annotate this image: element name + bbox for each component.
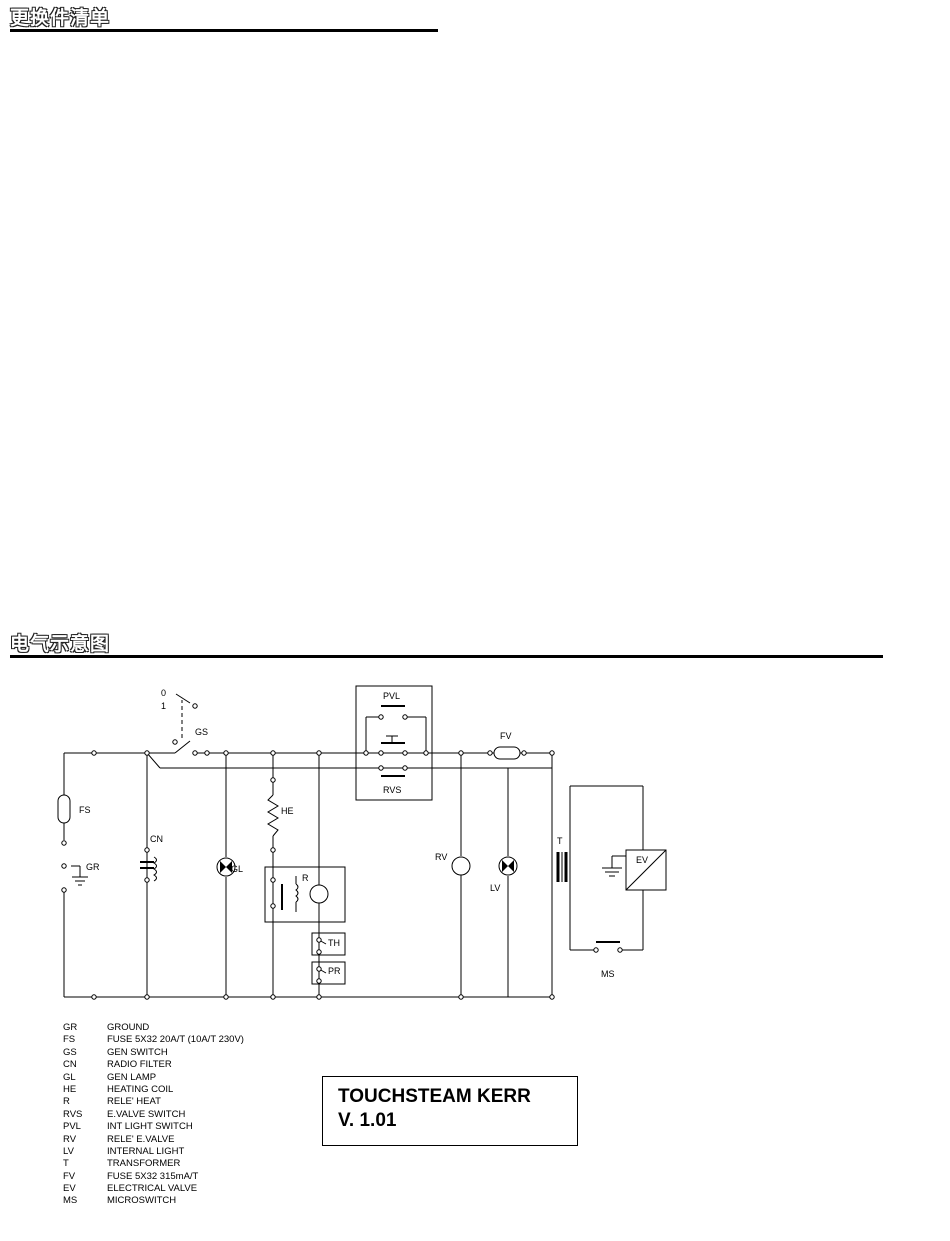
legend-description: E.VALVE SWITCH — [107, 1108, 186, 1120]
legend-row: FV FUSE 5X32 315mA/T — [63, 1171, 244, 1183]
legend-row: LV INTERNAL LIGHT — [63, 1146, 244, 1158]
legend-code: R — [63, 1096, 70, 1108]
legend-row: RVS E.VALVE SWITCH — [63, 1109, 244, 1121]
legend-row: EV ELECTRICAL VALVE — [63, 1183, 244, 1195]
parts-list-rule — [10, 29, 438, 32]
model-box: TOUCHSTEAM KERR V. 1.01 — [322, 1076, 578, 1146]
legend-row: CN RADIO FILTER — [63, 1059, 244, 1071]
legend-description: GEN SWITCH — [107, 1046, 168, 1058]
legend-code: PVL — [63, 1121, 81, 1133]
legend-code: FV — [63, 1170, 76, 1182]
gr-label: GR — [86, 862, 100, 872]
r-relay-box — [264, 866, 346, 923]
r-relay-coil — [309, 884, 329, 904]
legend-row: FS FUSE 5X32 20A/T (10A/T 230V) — [63, 1034, 244, 1046]
gr-ground-icon — [71, 865, 88, 886]
legend-description: RADIO FILTER — [107, 1059, 172, 1071]
schematic-rule — [10, 655, 883, 658]
pvl-rvs-box — [355, 685, 433, 801]
legend-description: FUSE 5X32 20A/T (10A/T 230V) — [107, 1034, 244, 1046]
legend-code: GL — [63, 1071, 76, 1083]
rv-label: RV — [435, 852, 447, 862]
legend-description: RELE' HEAT — [107, 1096, 161, 1108]
legend-row: RV RELE' E.VALVE — [63, 1134, 244, 1146]
legend-description: GEN LAMP — [107, 1071, 157, 1083]
legend-row: GR GROUND — [63, 1022, 244, 1034]
rv-coil — [451, 856, 471, 876]
legend-description: MICROSWITCH — [107, 1195, 177, 1207]
wiring-diagram: 0 1 GS FS GR CN GL HE R TH PR PVL RVS FV… — [57, 685, 667, 1000]
legend-code: RV — [63, 1133, 77, 1145]
he-label: HE — [281, 806, 294, 816]
gs-label: GS — [195, 727, 208, 737]
legend-row: PVL INT LIGHT SWITCH — [63, 1121, 244, 1133]
pvl-label: PVL — [383, 691, 400, 701]
gs-blade — [174, 740, 191, 754]
gs-selector — [175, 693, 191, 704]
model-name: TOUCHSTEAM KERR — [338, 1086, 531, 1107]
legend-description: INT LIGHT SWITCH — [107, 1121, 193, 1133]
schematic-title: 电气示意图 — [10, 633, 111, 655]
legend-description: RELE' E.VALVE — [107, 1133, 175, 1145]
legend-code: MS — [63, 1195, 78, 1207]
legend-code: CN — [63, 1059, 77, 1071]
legend-description: TRANSFORMER — [107, 1158, 181, 1170]
switch-on-label: 1 — [161, 701, 166, 711]
fv-label: FV — [500, 731, 512, 741]
t-label: T — [557, 836, 563, 846]
legend-code: T — [63, 1158, 69, 1170]
pr-box — [311, 961, 346, 985]
fs-label: FS — [79, 805, 91, 815]
legend-row: GL GEN LAMP — [63, 1072, 244, 1084]
legend-code: GS — [63, 1046, 77, 1058]
legend-code: EV — [63, 1183, 76, 1195]
gs-jog — [146, 752, 161, 769]
r-label: R — [302, 873, 309, 883]
ms-label: MS — [601, 969, 615, 979]
legend-row: MS MICROSWITCH — [63, 1195, 244, 1207]
legend-code: RVS — [63, 1108, 83, 1120]
ev-label: EV — [636, 855, 648, 865]
gl-label: GL — [231, 864, 243, 874]
lv-label: LV — [490, 883, 500, 893]
th-label: TH — [328, 938, 340, 948]
legend-description: HEATING COIL — [107, 1083, 174, 1095]
fv-fuse — [493, 746, 521, 760]
legend-code: FS — [63, 1034, 76, 1046]
ev-valve-box — [625, 849, 667, 891]
parts-list-title: 更换件清单 — [10, 7, 111, 29]
cn-label: CN — [150, 834, 163, 844]
lv-lamp-icon — [498, 856, 518, 876]
fs-fuse — [57, 794, 71, 824]
th-box — [311, 932, 346, 956]
rvs-label: RVS — [383, 785, 401, 795]
legend-row: HE HEATING COIL — [63, 1084, 244, 1096]
legend-row: T TRANSFORMER — [63, 1158, 244, 1170]
model-version: V. 1.01 — [338, 1110, 397, 1131]
switch-off-label: 0 — [161, 688, 166, 698]
legend-description: ELECTRICAL VALVE — [107, 1183, 198, 1195]
legend-description: INTERNAL LIGHT — [107, 1145, 185, 1157]
legend-code: HE — [63, 1083, 77, 1095]
legend-row: R RELE' HEAT — [63, 1096, 244, 1108]
cn-capacitor — [140, 856, 157, 882]
legend-code: GR — [63, 1022, 78, 1033]
legend-row: GS GEN SWITCH — [63, 1047, 244, 1059]
gl-lamp-icon — [216, 857, 236, 877]
legend-code: LV — [63, 1145, 74, 1157]
pr-label: PR — [328, 966, 341, 976]
he-resistor — [267, 794, 279, 837]
legend-description: FUSE 5X32 315mA/T — [107, 1170, 199, 1182]
legend-description: GROUND — [107, 1022, 150, 1033]
